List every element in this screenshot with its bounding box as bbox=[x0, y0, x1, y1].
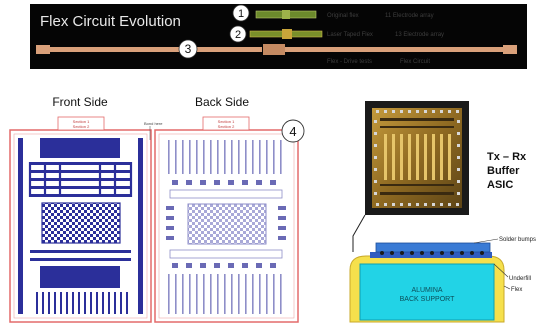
underfill-callout-line bbox=[493, 263, 509, 278]
die-to-stack-line bbox=[352, 214, 366, 252]
front-tab-text-2: Section 2 bbox=[73, 124, 90, 129]
front-side-title: Front Side bbox=[52, 95, 108, 109]
underfill-layer bbox=[370, 252, 492, 258]
caption-13-electrode: 13 Electrode array bbox=[395, 32, 444, 38]
caption-drive-tests: Flex - Drive tests bbox=[327, 59, 372, 65]
marker-4: 4 bbox=[281, 119, 305, 143]
back-side-layout: Section 1 Section 2 bbox=[154, 116, 299, 323]
flex-callout-line bbox=[503, 285, 511, 290]
stack-cross-section: ALUMINA BACK SUPPORT bbox=[349, 242, 505, 323]
back-side-title: Back Side bbox=[195, 95, 249, 109]
asic-chip-cross-section bbox=[375, 242, 491, 253]
front-side-layout: Section 1 Section 2 bbox=[9, 116, 152, 323]
asic-label-line-2: Buffer bbox=[487, 165, 520, 177]
svg-text:3: 3 bbox=[185, 42, 192, 56]
underfill-label: Underfill bbox=[509, 276, 531, 282]
solder-bumps bbox=[380, 251, 484, 255]
flex-label: Flex bbox=[511, 287, 522, 293]
bond-note: Bond here bbox=[144, 121, 163, 126]
evolution-banner: Flex Circuit Evolution Original flex 11 … bbox=[30, 4, 527, 69]
caption-original-flex: Original flex bbox=[327, 13, 359, 19]
support-label-line-1: ALUMINA bbox=[411, 287, 442, 294]
caption-laser-taped: Laser Taped Flex bbox=[327, 32, 373, 38]
alumina-support bbox=[359, 263, 495, 321]
caption-flex-circuit: Flex Circuit bbox=[400, 59, 430, 65]
asic-label-line-3: ASIC bbox=[487, 179, 513, 191]
solder-callout-line bbox=[473, 238, 499, 244]
front-tab-text-1: Section 1 bbox=[73, 119, 90, 124]
asic-label: Tx – Rx Buffer ASIC bbox=[487, 151, 527, 191]
banner-title: Flex Circuit Evolution bbox=[40, 13, 181, 30]
flex-strip-2 bbox=[249, 29, 323, 39]
svg-text:2: 2 bbox=[235, 29, 241, 41]
marker-3: 3 bbox=[178, 39, 198, 59]
back-tab-text-2: Section 2 bbox=[218, 124, 235, 129]
marker-1: 1 bbox=[232, 4, 250, 22]
caption-11-electrode: 11 Electrode array bbox=[385, 13, 434, 19]
solder-bumps-label: Solder bumps bbox=[499, 237, 536, 243]
flex-strip-1 bbox=[255, 10, 317, 19]
asic-die bbox=[365, 101, 469, 215]
svg-text:4: 4 bbox=[289, 124, 296, 139]
back-tab-text-1: Section 1 bbox=[218, 119, 235, 124]
support-label-line-2: BACK SUPPORT bbox=[400, 296, 455, 303]
marker-2: 2 bbox=[229, 25, 247, 43]
asic-label-line-1: Tx – Rx bbox=[487, 151, 527, 163]
svg-text:1: 1 bbox=[238, 8, 244, 20]
flex-strip-3 bbox=[36, 44, 517, 55]
